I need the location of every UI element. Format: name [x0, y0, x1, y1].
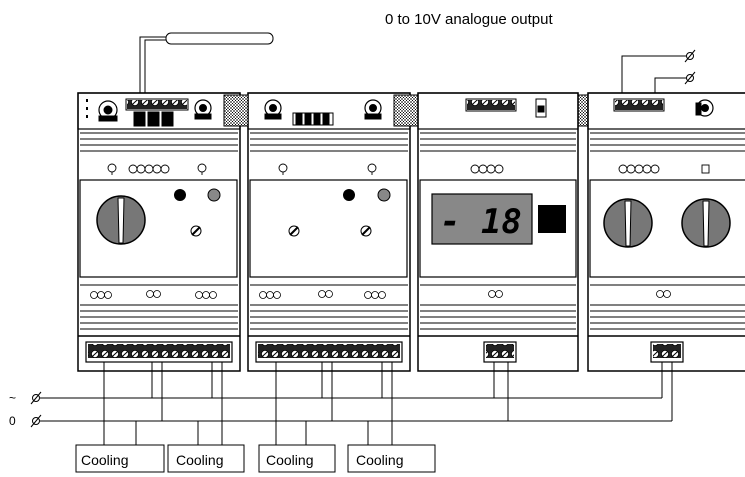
status-dots	[86, 99, 88, 118]
led-legend	[470, 164, 504, 174]
module-controller-4	[587, 92, 745, 372]
module-controller-2	[247, 92, 411, 372]
terminal-block	[467, 100, 515, 110]
cooling-label: Cooling	[81, 452, 128, 468]
cooling-label: Cooling	[176, 452, 223, 468]
led-indicator	[343, 189, 355, 201]
setpoint-knob[interactable]	[96, 195, 146, 245]
live-rail-label: ~	[9, 391, 16, 405]
cooling-label: Cooling	[356, 452, 403, 468]
setpoint-knob[interactable]	[681, 198, 731, 248]
temperature-sensor	[139, 32, 274, 93]
display-indicator	[538, 205, 566, 233]
trim-screw-icon	[190, 225, 202, 237]
cooling-output-3: Cooling	[258, 444, 336, 473]
analogue-output-wires	[621, 49, 696, 97]
lcd-screen	[431, 193, 533, 245]
terminal-block	[88, 344, 230, 358]
module-display-unit: - 18	[417, 92, 579, 372]
setpoint-knob[interactable]	[603, 198, 653, 248]
terminal-legend	[488, 290, 503, 298]
cooling-output-1: Cooling	[75, 444, 165, 473]
analogue-output-title: 0 to 10V analogue output	[385, 11, 553, 28]
relay-blocks	[133, 111, 174, 127]
cooling-output-4: Cooling	[347, 444, 436, 473]
terminal-block	[615, 100, 663, 110]
trim-screw-icon	[360, 225, 372, 237]
potentiometer-icon	[364, 99, 382, 120]
potentiometer-icon	[98, 100, 118, 122]
terminal-block	[486, 344, 514, 358]
led-indicator	[174, 189, 186, 201]
supply-wiring	[30, 362, 673, 445]
potentiometer-icon	[695, 99, 714, 117]
dip-switch-icon	[535, 98, 547, 118]
potentiometer-icon	[264, 99, 282, 120]
terminal-legend	[656, 290, 671, 298]
module-controller-1	[77, 92, 241, 372]
led-indicator	[377, 188, 391, 202]
led-legend	[618, 164, 710, 174]
terminal-block	[258, 344, 400, 358]
relay-blocks	[292, 112, 334, 126]
neutral-rail-label: 0	[9, 414, 16, 428]
led-legend	[278, 163, 377, 175]
terminal-legend	[90, 290, 217, 299]
cooling-label: Cooling	[266, 452, 313, 468]
terminal-legend	[259, 290, 386, 299]
terminal-block	[653, 344, 681, 358]
led-indicator	[207, 188, 221, 202]
led-legend	[107, 163, 207, 175]
terminal-null-icon	[684, 49, 696, 85]
terminal-null-icon	[30, 391, 42, 428]
cooling-output-2: Cooling	[167, 444, 245, 473]
trim-screw-icon	[288, 225, 300, 237]
display-reading: - 18	[440, 202, 522, 242]
potentiometer-icon	[194, 99, 212, 120]
